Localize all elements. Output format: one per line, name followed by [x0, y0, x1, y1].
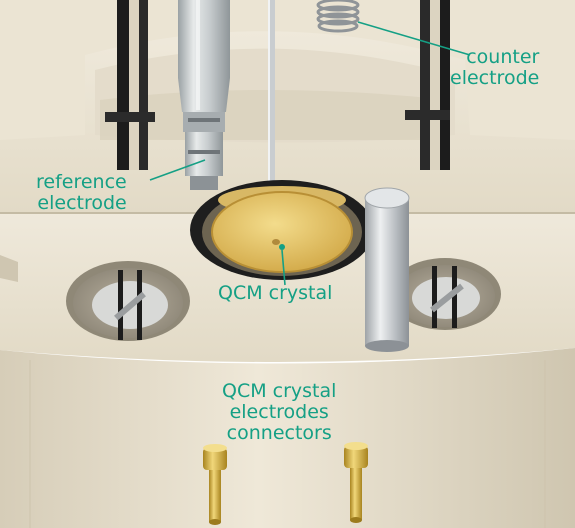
reference-electrode-label-line-1: reference [36, 171, 127, 193]
left-screw-hole [66, 261, 190, 341]
connectors-label-line-3: connectors [226, 422, 332, 444]
counter-electrode-wire [268, 0, 275, 190]
connector-pin-left [203, 444, 227, 525]
left-clamp-bar [117, 0, 129, 170]
connectors-label-line-2: electrodes [229, 401, 329, 423]
leader-qcm-crystal-dot [279, 244, 285, 250]
right-screw-hole [389, 258, 501, 330]
right-clamp-bar [420, 0, 430, 170]
connector-pin-right [344, 442, 368, 523]
connectors-label-line-1: QCM crystal [222, 380, 337, 402]
leader-reference-electrode [149, 159, 206, 181]
qcm-crystal-label: QCM crystal [218, 283, 332, 304]
alignment-pin [364, 187, 410, 352]
lower-body-front [0, 348, 575, 528]
reference-electrode-label: reference electrode [36, 172, 127, 214]
counter-electrode-spring [316, 0, 360, 33]
reference-electrode-label-line-2: electrode [37, 192, 127, 214]
qcm-crystal-label-text: QCM crystal [218, 282, 333, 304]
counter-electrode-label: counter electrode [450, 47, 539, 89]
qcm-crystal-disc [211, 191, 353, 273]
connectors-label: QCM crystal electrodes connectors [222, 381, 336, 444]
counter-electrode-label-line-1: counter [466, 46, 540, 68]
leader-qcm-crystal [281, 249, 286, 286]
leader-counter-electrode [357, 21, 471, 56]
counter-electrode-label-line-2: electrode [450, 67, 540, 89]
reference-electrode-tube [178, 0, 230, 190]
